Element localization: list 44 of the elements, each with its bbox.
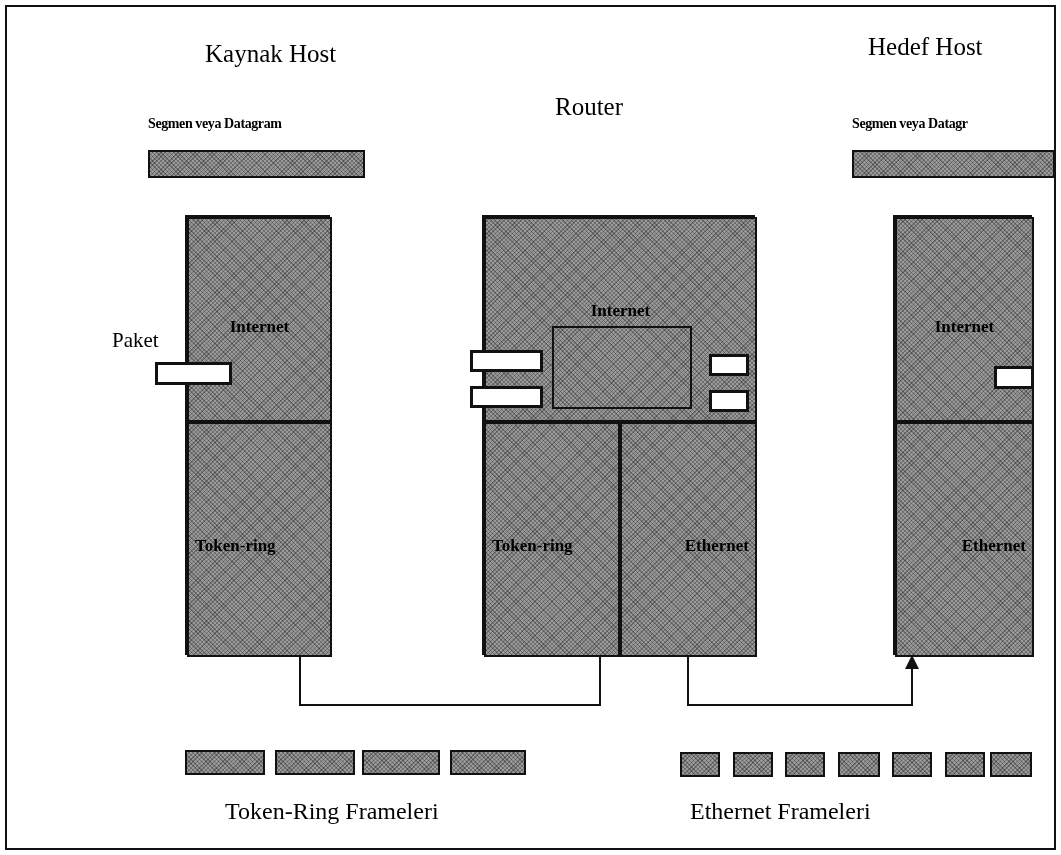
- device-box: [185, 215, 330, 655]
- frame-block: [838, 752, 880, 777]
- frame-block: [990, 752, 1032, 777]
- segment-label: Segmen veya Datagram: [148, 116, 282, 132]
- packet-label: Paket: [112, 328, 159, 353]
- frame-block: [680, 752, 720, 777]
- frame-block: [945, 752, 985, 777]
- frame-block: [362, 750, 440, 775]
- packet-box: [709, 354, 749, 376]
- layer-box: [484, 217, 757, 422]
- routing-box: [552, 326, 692, 409]
- layer-box: [187, 217, 332, 422]
- layer-box: [895, 422, 1034, 657]
- layer-label: Token-ring: [492, 536, 573, 556]
- device-box: [893, 215, 1032, 655]
- device-heading: Kaynak Host: [205, 40, 337, 68]
- packet-box: [709, 390, 749, 412]
- packet-box: [994, 366, 1034, 389]
- layer-box: [895, 217, 1034, 422]
- layer-label: Internet: [228, 317, 291, 337]
- device-heading: Router: [555, 93, 624, 121]
- layer-label: Ethernet: [684, 536, 749, 556]
- packet-box: [470, 386, 543, 408]
- frame-block: [733, 752, 773, 777]
- packet-box: [470, 350, 543, 372]
- layer-label: Ethernet: [961, 536, 1026, 556]
- segment-label: Segmen veya Datagr: [852, 116, 968, 132]
- layer-box: [620, 422, 757, 657]
- frame-block: [892, 752, 932, 777]
- connector-line: [299, 654, 601, 706]
- frame-block: [450, 750, 526, 775]
- frame-block: [275, 750, 355, 775]
- frames-caption: Ethernet Frameleri: [690, 798, 871, 825]
- frames-caption: Token-Ring Frameleri: [225, 798, 439, 825]
- layer-box: [484, 422, 620, 657]
- device-heading: Hedef Host: [868, 33, 983, 61]
- layer-label: Internet: [933, 317, 996, 337]
- frame-block: [785, 752, 825, 777]
- arrow: [687, 654, 919, 706]
- layer-label: Internet: [589, 301, 652, 321]
- frame-block: [185, 750, 265, 775]
- layer-label: Token-ring: [195, 536, 276, 556]
- device-box: [482, 215, 755, 655]
- layer-box: [187, 422, 332, 657]
